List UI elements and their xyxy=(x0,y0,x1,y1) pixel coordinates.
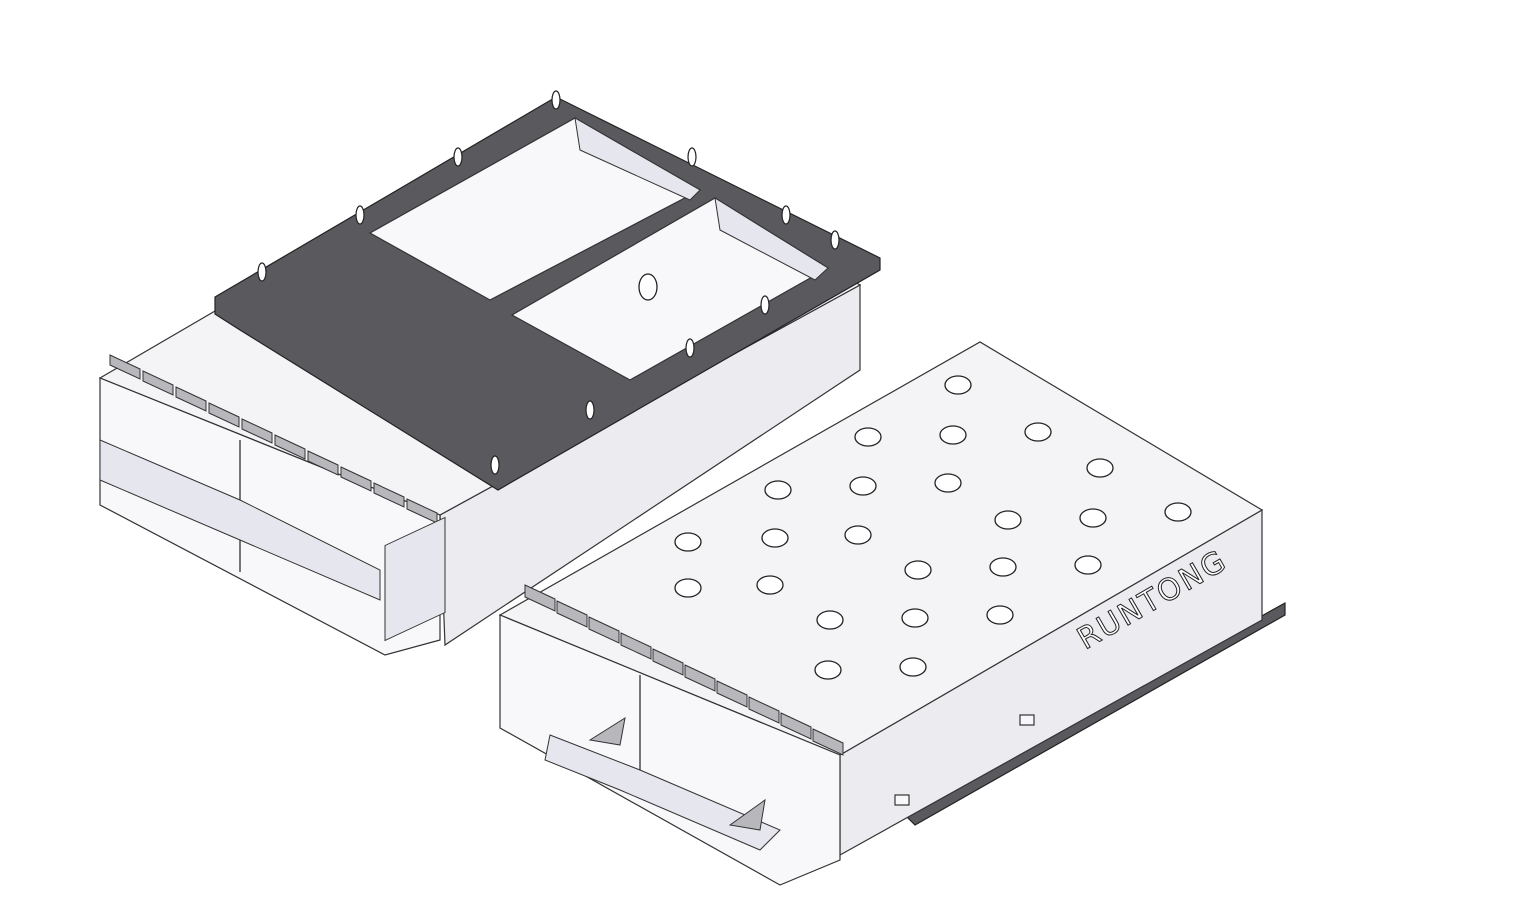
vent-hole xyxy=(849,476,877,496)
press-fit-pin xyxy=(257,262,267,282)
front-spring-fingers xyxy=(524,584,844,756)
spring-finger xyxy=(109,354,141,380)
vent-hole xyxy=(854,427,882,447)
front-spring-fingers xyxy=(109,354,438,524)
spring-finger xyxy=(208,402,240,428)
spring-finger xyxy=(780,712,812,740)
spring-finger xyxy=(652,648,684,676)
spring-finger xyxy=(556,600,588,628)
spring-finger xyxy=(175,386,207,412)
vent-hole xyxy=(814,660,842,680)
vent-hole xyxy=(1086,458,1114,478)
spring-finger xyxy=(524,584,556,612)
spring-finger xyxy=(340,466,372,492)
spring-finger xyxy=(748,696,780,724)
press-fit-pin xyxy=(781,205,791,225)
vent-hole xyxy=(844,525,872,545)
right-cage: RUNTONG xyxy=(498,341,1286,886)
plate-opening-2-wall xyxy=(714,197,829,281)
gasket-plate xyxy=(214,96,881,491)
press-fit-pin xyxy=(830,230,840,250)
vent-hole xyxy=(1074,555,1102,575)
spring-finger xyxy=(812,728,844,756)
spring-finger xyxy=(620,632,652,660)
plate-hole xyxy=(638,273,658,301)
vent-hole xyxy=(986,605,1014,625)
vent-hole xyxy=(994,510,1022,530)
latch-triangle xyxy=(728,798,766,831)
press-fit-pin xyxy=(585,400,595,420)
vent-hole xyxy=(761,528,789,548)
press-fit-pin xyxy=(355,205,365,225)
vent-hole xyxy=(944,375,972,395)
press-fit-pin xyxy=(760,295,770,315)
vent-holes xyxy=(674,375,1192,680)
spring-finger xyxy=(588,616,620,644)
vent-hole xyxy=(904,560,932,580)
vent-hole xyxy=(899,657,927,677)
vent-hole xyxy=(1164,502,1192,522)
vent-hole xyxy=(939,425,967,445)
side-latch xyxy=(894,794,910,806)
press-fit-pin xyxy=(687,147,697,167)
spring-finger xyxy=(716,680,748,708)
spring-finger xyxy=(684,664,716,692)
vent-hole xyxy=(764,480,792,500)
vent-hole xyxy=(1024,422,1052,442)
vent-hole xyxy=(1079,508,1107,528)
spring-finger xyxy=(274,434,306,460)
vent-hole xyxy=(989,557,1017,577)
vent-hole xyxy=(901,608,929,628)
press-fit-pin xyxy=(490,455,500,475)
vent-hole xyxy=(816,610,844,630)
vent-hole xyxy=(934,473,962,493)
spring-finger xyxy=(307,450,339,476)
right-cage-inner-floor xyxy=(544,734,781,851)
spring-finger xyxy=(142,370,174,396)
latch-triangle xyxy=(588,716,626,746)
plate-opening-1-wall xyxy=(574,117,701,201)
side-latch xyxy=(1019,714,1035,726)
spring-finger xyxy=(373,482,405,508)
vent-hole xyxy=(756,575,784,595)
press-fit-pin xyxy=(551,90,561,110)
vent-hole xyxy=(674,578,702,598)
left-cage xyxy=(98,90,881,656)
press-fit-pin xyxy=(685,338,695,358)
spring-finger xyxy=(241,418,273,444)
press-fit-pins xyxy=(257,90,840,475)
left-cage-side-springs xyxy=(384,516,446,642)
left-cage-inner-floor xyxy=(99,439,381,601)
press-fit-pin xyxy=(453,147,463,167)
vent-hole xyxy=(674,532,702,552)
